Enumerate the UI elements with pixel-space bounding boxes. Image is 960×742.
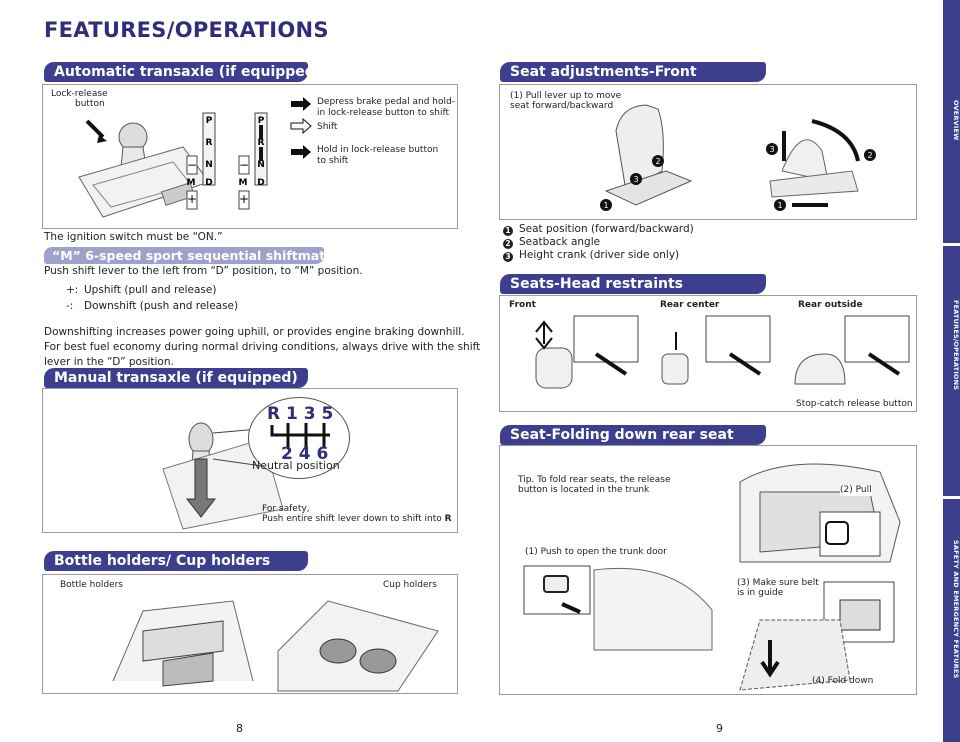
svg-text:R: R bbox=[206, 138, 213, 148]
legend-3a: Hold in lock-release button bbox=[317, 145, 439, 155]
shift-pattern-lines bbox=[270, 423, 330, 447]
svg-text:3: 3 bbox=[633, 175, 638, 184]
belt-2: is in guide bbox=[737, 588, 784, 598]
safety-2: Push entire shift lever down to shift in… bbox=[262, 514, 452, 524]
section-title-fold: Seat-Folding down rear seat bbox=[500, 425, 766, 445]
tab-safety-label: SAFETY AND EMERGENCY FEATURES bbox=[952, 540, 960, 679]
gate-diagram-1: P R N D M − + bbox=[186, 112, 216, 210]
legend-3b: to shift bbox=[317, 156, 349, 166]
shift-pattern-badge bbox=[248, 397, 350, 479]
lock-release-label-2: button bbox=[75, 99, 105, 109]
tab-features-label: FEATURES/OPERATIONS bbox=[952, 300, 960, 391]
head-rear-center-illustration bbox=[661, 315, 771, 385]
trunk-illustration bbox=[739, 463, 901, 563]
pull-label: (2) Pull bbox=[840, 485, 872, 496]
legend-arrows bbox=[290, 97, 312, 159]
head-rear-outside-illustration bbox=[794, 315, 910, 385]
manual-shifter-illustration bbox=[162, 422, 284, 530]
belt-1: (3) Make sure belt bbox=[737, 578, 819, 588]
push-trunk-label: (1) Push to open the trunk door bbox=[525, 547, 667, 557]
page-number-right: 9 bbox=[716, 722, 723, 735]
para-2: For best fuel economy during normal driv… bbox=[44, 341, 481, 353]
safety-1: For safety, bbox=[262, 504, 310, 514]
tip-1: Tip. To fold rear seats, the release bbox=[518, 475, 671, 485]
svg-text:N: N bbox=[257, 160, 265, 170]
page-title: FEATURES/OPERATIONS bbox=[44, 18, 329, 42]
cup-holders-label: Cup holders bbox=[383, 580, 437, 590]
svg-text:2: 2 bbox=[655, 157, 660, 166]
svg-text:−: − bbox=[187, 158, 197, 172]
downshift-sign: -: bbox=[66, 300, 74, 312]
seat-front-panel: (1) Pull lever up to move seat forward/b… bbox=[499, 84, 917, 220]
svg-text:3: 3 bbox=[769, 145, 774, 154]
auto-trans-panel: Lock-release button P R N D M − + P R N … bbox=[42, 84, 458, 229]
svg-text:P: P bbox=[258, 116, 265, 126]
section-title-bottle: Bottle holders/ Cup holders bbox=[44, 551, 308, 571]
svg-text:D: D bbox=[257, 178, 264, 188]
fold-down-illustration bbox=[739, 581, 895, 691]
stop-catch-label: Stop-catch release button bbox=[796, 399, 913, 409]
tip-2: button is located in the trunk bbox=[518, 485, 650, 495]
svg-text:N: N bbox=[205, 160, 213, 170]
ignition-note: The ignition switch must be “ON.” bbox=[44, 231, 223, 243]
pull-note-1: (1) Pull lever up to move bbox=[510, 91, 622, 101]
section-title-head: Seats-Head restraints bbox=[500, 274, 766, 294]
tab-features[interactable] bbox=[943, 246, 960, 496]
section-title-manual-trans: Manual transaxle (if equipped) bbox=[44, 368, 308, 388]
downshift-text: Downshift (push and release) bbox=[84, 300, 239, 312]
upshift-text: Upshift (pull and release) bbox=[84, 284, 217, 296]
neutral-label: Neutral position bbox=[252, 459, 340, 472]
head-panel: Front Rear center Rear outside Stop-catc… bbox=[499, 295, 917, 412]
fold-panel: Tip. To fold rear seats, the release but… bbox=[499, 445, 917, 695]
tab-safety[interactable] bbox=[943, 499, 960, 742]
svg-text:+: + bbox=[239, 192, 249, 206]
svg-text:+: + bbox=[187, 192, 197, 206]
legend-1a: Depress brake pedal and hold- bbox=[317, 97, 455, 107]
section-title-seat-front: Seat adjustments-Front bbox=[500, 62, 766, 82]
svg-text:D: D bbox=[205, 178, 212, 188]
svg-text:R: R bbox=[258, 138, 265, 148]
upshift-sign: +: bbox=[66, 284, 79, 296]
door-pocket-illustration bbox=[112, 600, 254, 687]
tab-overview-label: OVERVIEW bbox=[952, 100, 960, 141]
svg-text:1: 1 bbox=[603, 201, 608, 210]
push-note: Push shift lever to the left from “D” po… bbox=[44, 265, 363, 277]
svg-text:1: 1 bbox=[777, 201, 782, 210]
bottle-holders-label: Bottle holders bbox=[60, 580, 123, 590]
dashboard-illustration bbox=[523, 565, 713, 651]
pattern-top: R 1 3 5 bbox=[267, 404, 334, 424]
seat-illustration-small: 3 2 1 bbox=[766, 119, 876, 211]
legend-1b: in lock-release button to shift bbox=[317, 108, 450, 118]
svg-text:P: P bbox=[206, 116, 213, 126]
bottle-panel: Bottle holders Cup holders bbox=[42, 574, 458, 694]
legend-2: Shift bbox=[317, 122, 338, 132]
pattern-bottom: 2 4 6 bbox=[281, 444, 329, 464]
head-rear-outside-label: Rear outside bbox=[798, 300, 863, 310]
tab-overview[interactable] bbox=[943, 0, 960, 243]
gate-diagram-2: P R N D M − + bbox=[238, 112, 268, 210]
svg-text:2: 2 bbox=[867, 151, 872, 160]
lock-release-label: Lock-release bbox=[51, 89, 108, 99]
page-number-left: 8 bbox=[236, 722, 243, 735]
seat-illustration-large: 2 3 1 bbox=[600, 104, 693, 211]
svg-text:M: M bbox=[187, 178, 196, 188]
head-rear-center-label: Rear center bbox=[660, 300, 720, 310]
auto-shifter-illustration bbox=[78, 119, 210, 218]
manual-trans-panel: R 1 3 5 2 4 6 Neutral position For safet… bbox=[42, 388, 458, 533]
fold-down-label: (4) Fold down bbox=[812, 676, 874, 686]
para-1: Downshifting increases power going uphil… bbox=[44, 326, 465, 338]
shiftmatic-subtitle: “M” 6-speed sport sequential shiftmatic … bbox=[44, 247, 380, 264]
head-front-illustration bbox=[535, 315, 639, 389]
head-front-label: Front bbox=[509, 300, 536, 310]
console-cupholder-illustration bbox=[277, 600, 439, 692]
para-3: lever in the “D” position. bbox=[44, 356, 174, 368]
section-title-auto-trans: Automatic transaxle (if equipped) bbox=[44, 62, 321, 82]
svg-text:−: − bbox=[239, 158, 249, 172]
svg-text:M: M bbox=[239, 178, 248, 188]
pull-note-2: seat forward/backward bbox=[510, 101, 614, 111]
